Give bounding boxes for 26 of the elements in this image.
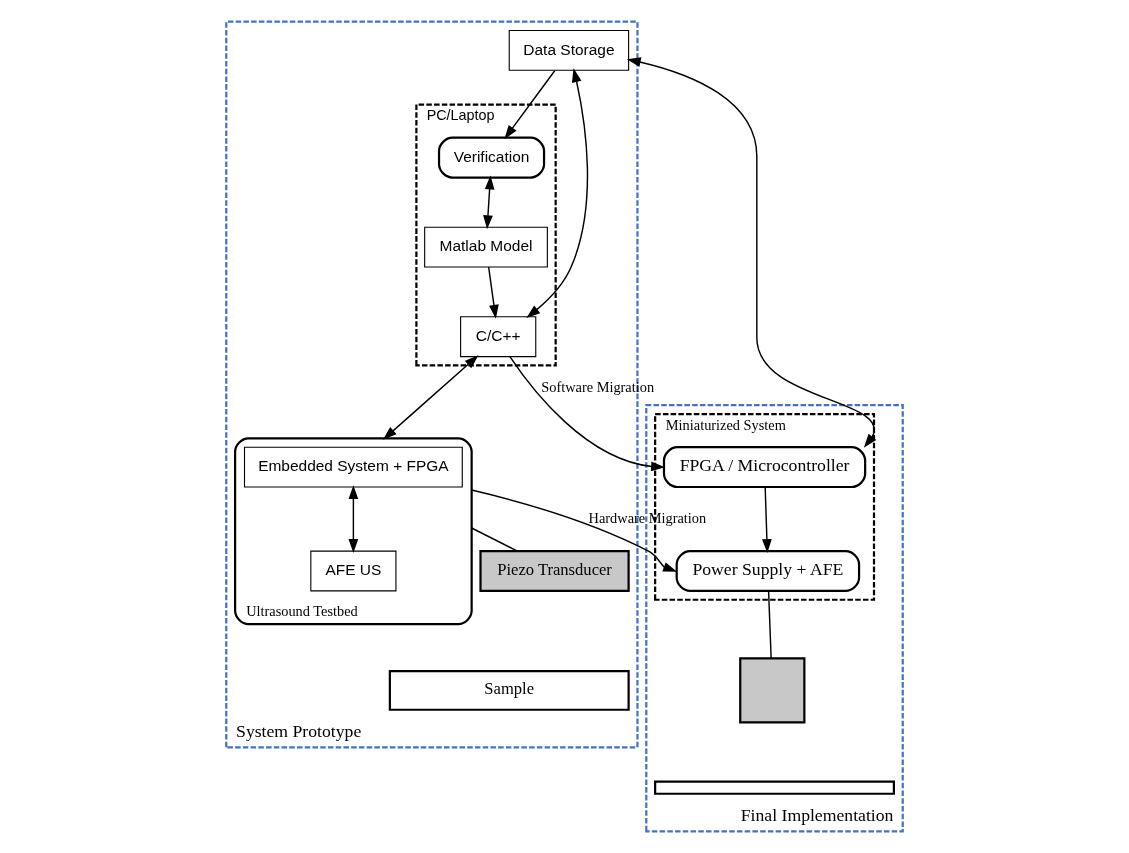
node-box: Matlab Model bbox=[424, 226, 548, 268]
node-bar bbox=[654, 780, 895, 795]
arrow bbox=[626, 57, 877, 448]
arrow bbox=[483, 175, 495, 230]
node-box: Embedded System + FPGA bbox=[243, 446, 463, 488]
node-box: Verification bbox=[437, 136, 546, 179]
connector bbox=[767, 590, 772, 659]
arrow bbox=[470, 489, 678, 572]
arrow bbox=[509, 355, 666, 472]
node-box: Power Supply + AFE bbox=[675, 550, 861, 593]
node-box bbox=[739, 657, 806, 724]
node-box: AFE US bbox=[310, 550, 397, 592]
node-box: Sample bbox=[388, 669, 630, 711]
arrow bbox=[526, 68, 589, 318]
node-box: Piezo Transducer bbox=[479, 550, 630, 593]
node-box: Data Storage bbox=[508, 29, 630, 71]
arrow bbox=[487, 266, 499, 319]
arrow bbox=[348, 485, 359, 554]
edge-label: Software Migration bbox=[541, 379, 655, 396]
node-box: FPGA / Microcontroller bbox=[662, 446, 867, 489]
edge-label: Hardware Migration bbox=[588, 509, 707, 526]
node-box: C/C++ bbox=[460, 316, 537, 358]
arrow bbox=[382, 355, 479, 440]
connector bbox=[470, 527, 518, 552]
arrow bbox=[504, 70, 556, 140]
arrow bbox=[762, 486, 772, 554]
